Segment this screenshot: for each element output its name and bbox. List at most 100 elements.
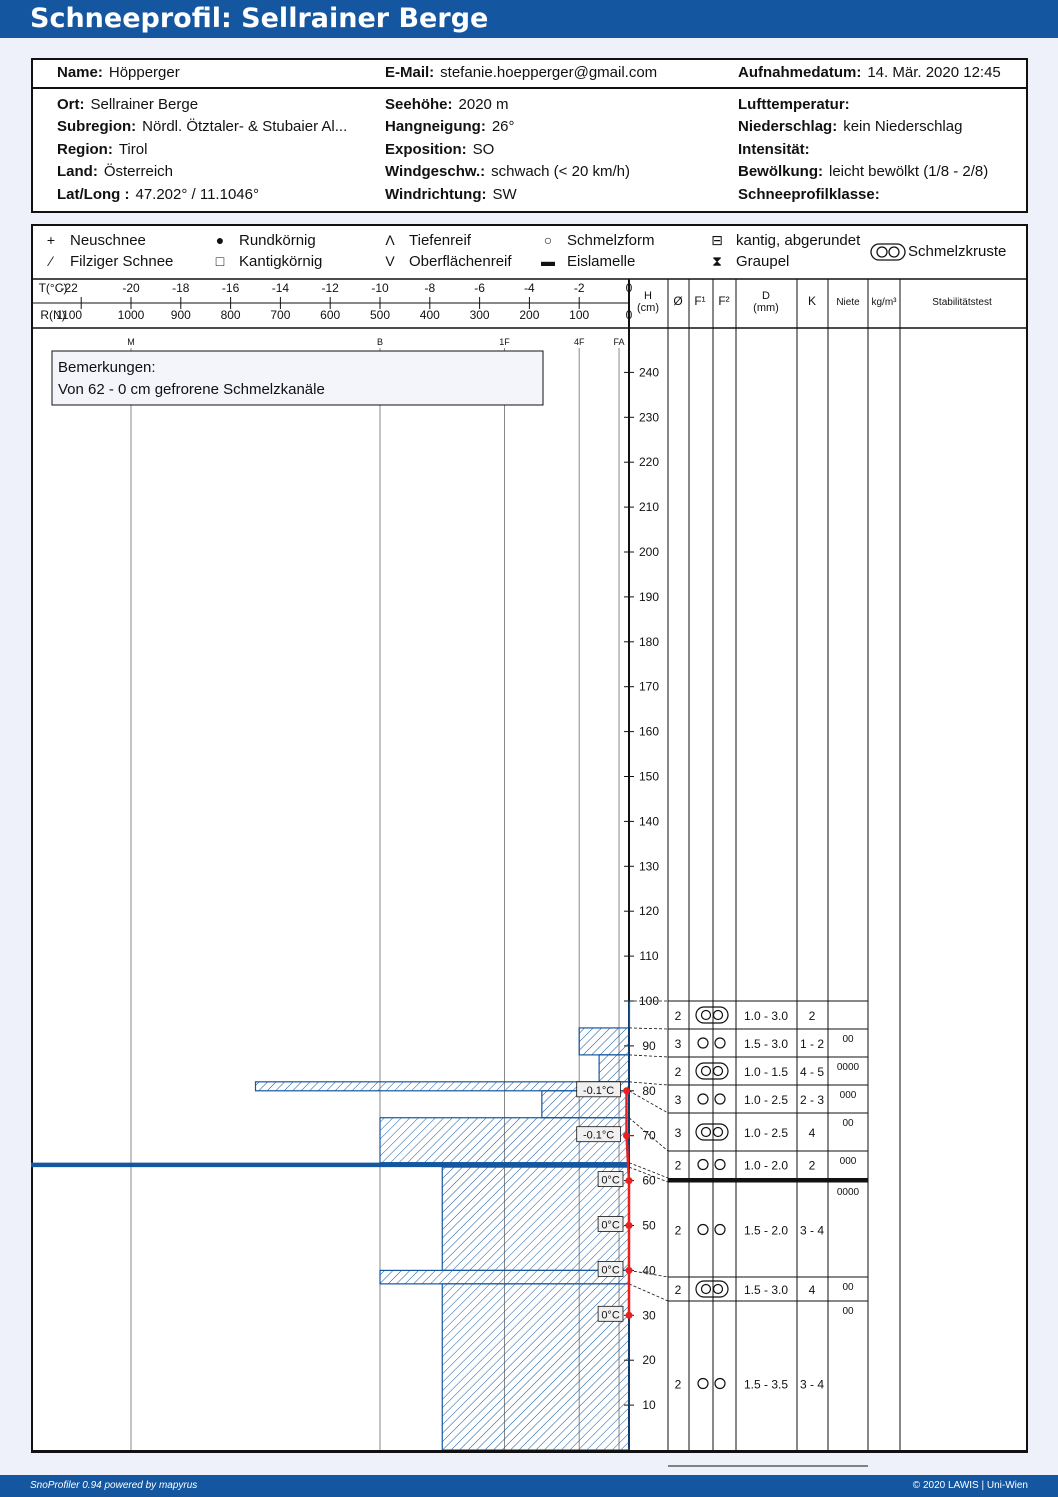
melt-crust-symbol [695, 1006, 729, 1024]
layer-bar [598, 1054, 630, 1083]
table-cell-niete: 00 [842, 1306, 854, 1317]
temperature-point [625, 1266, 633, 1274]
row-connector [628, 1081, 669, 1086]
caret-down-icon: V [385, 253, 395, 269]
resistance-axis-label: R(N) [40, 308, 65, 322]
layer-bar [628, 1000, 631, 1029]
table-cell-theta: 2 [675, 1159, 682, 1173]
table-cell-hardness: 2 - 3 [800, 1093, 824, 1107]
melt-crust-symbol [695, 1062, 729, 1080]
height-tick-label: 10 [642, 1398, 656, 1412]
niederschlag-field: Niederschlag:kein Niederschlag [738, 118, 963, 135]
temperature-label: -0.1°C [583, 1130, 614, 1142]
legend-item: ⊟kantig, abgerundet [706, 232, 860, 249]
seehoehe-field: Seehöhe:2020 m [385, 96, 509, 113]
melt-crust-symbol [700, 1065, 712, 1077]
height-tick-label: 40 [642, 1263, 656, 1277]
table-cell-size: 1.5 - 3.0 [744, 1283, 788, 1297]
legend-item: □Kantigkörnig [209, 253, 323, 270]
row-connector [628, 1054, 669, 1058]
temperature-label: -0.1°C [583, 1085, 614, 1097]
resistance-tick-label: 100 [569, 308, 589, 322]
ice-layer-bar [31, 1162, 629, 1168]
melt-crust-symbol [695, 1123, 729, 1141]
table-cell-niete: 00 [842, 1034, 854, 1045]
table-cell-size: 1.0 - 3.0 [744, 1009, 788, 1023]
row-connector [628, 1162, 669, 1179]
resistance-tick-label: 700 [270, 308, 290, 322]
open-circle-icon: ○ [543, 232, 553, 248]
legend-item: ▬Eislamelle [537, 253, 635, 270]
land-field: Land:Österreich [57, 163, 174, 180]
remarks-box [51, 350, 544, 406]
table-cell-niete: 00 [842, 1118, 854, 1129]
info-box: Name:Höpperger E-Mail:stefanie.hoepperge… [31, 58, 1028, 213]
temp-tick-label: -8 [424, 281, 435, 295]
height-tick-label: 200 [639, 545, 659, 559]
layer-bar [254, 1081, 630, 1092]
legend-item: +Neuschnee [40, 232, 146, 249]
hardness-label: 1F [499, 337, 510, 347]
temperature-point [625, 1177, 633, 1185]
height-tick-label: 210 [639, 500, 659, 514]
temperature-point [625, 1222, 633, 1229]
black-bar-icon: ▬ [541, 253, 555, 269]
hourglass-icon: ⧗ [712, 253, 722, 269]
legend-item: ●Rundkörnig [209, 232, 316, 249]
table-cell-size: 1.5 - 2.0 [744, 1224, 788, 1238]
row-connector [628, 1117, 669, 1152]
column-header-unit: (mm) [753, 302, 779, 314]
hangneigung-field: Hangneigung:26° [385, 118, 515, 135]
caret-up-icon: Λ [385, 232, 395, 248]
melt-form-symbol [714, 1223, 726, 1236]
height-tick-label: 180 [639, 635, 659, 649]
windrichtung-field: Windrichtung:SW [385, 186, 517, 203]
temperature-label-box [597, 1261, 624, 1277]
temp-tick-label: -6 [474, 281, 485, 295]
resistance-tick-label: 300 [470, 308, 490, 322]
resistance-tick-label: 1100 [56, 308, 82, 322]
melt-form-symbol [697, 1093, 709, 1105]
temp-tick-label: -18 [172, 281, 190, 295]
table-cell-niete: 000 [840, 1156, 857, 1167]
lufttemp-field: Lufttemperatur: [738, 96, 850, 113]
temperature-label: 0°C [601, 1264, 620, 1276]
height-tick-label: 230 [639, 410, 659, 424]
legend-item: Schmelzkruste [870, 243, 1006, 261]
table-cell-niete: 0000 [837, 1062, 860, 1073]
footer: SnoProfiler 0.94 powered by mapyrus © 20… [0, 1475, 1058, 1497]
temperature-label: 0°C [601, 1309, 620, 1321]
resistance-tick-label: 600 [320, 308, 340, 322]
table-cell-hardness: 3 - 4 [800, 1224, 824, 1238]
temp-tick-label: 0 [626, 281, 633, 295]
table-cell-hardness: 2 [809, 1159, 816, 1173]
table-cell-size: 1.0 - 2.5 [744, 1093, 788, 1107]
temperature-point [625, 1311, 633, 1319]
table-cell-niete: 000 [840, 1090, 857, 1101]
height-tick-label: 240 [639, 365, 659, 379]
temperature-label: 0°C [601, 1175, 620, 1187]
legend-item: ○Schmelzform [537, 232, 655, 249]
table-cell-theta: 2 [675, 1378, 682, 1392]
melt-form-symbol [697, 1223, 709, 1236]
date-field: Aufnahmedatum:14. Mär. 2020 12:45 [738, 64, 1001, 81]
table-cell-theta: 2 [675, 1283, 682, 1297]
title-bar: Schneeprofil: Sellrainer Berge [0, 0, 1058, 38]
region-field: Region:Tirol [57, 141, 148, 158]
row-connector [628, 1270, 669, 1278]
temperature-label-box [597, 1171, 624, 1187]
melt-form-symbol [714, 1158, 726, 1171]
column-header: Ø [673, 294, 682, 308]
table-cell-hardness: 3 - 4 [800, 1378, 824, 1392]
temp-tick-label: -20 [122, 281, 140, 295]
table-cell-size: 1.0 - 2.0 [744, 1159, 788, 1173]
melt-crust-symbol [712, 1009, 724, 1021]
layer-bar [379, 1117, 630, 1164]
column-header: kg/m³ [872, 297, 898, 308]
temperature-label: 0°C [601, 1220, 620, 1232]
table-cell-size: 1.5 - 3.5 [744, 1378, 788, 1392]
intensitaet-field: Intensität: [738, 141, 810, 158]
height-tick-label: 150 [639, 770, 659, 784]
legend-item: ⧗Graupel [706, 253, 789, 270]
